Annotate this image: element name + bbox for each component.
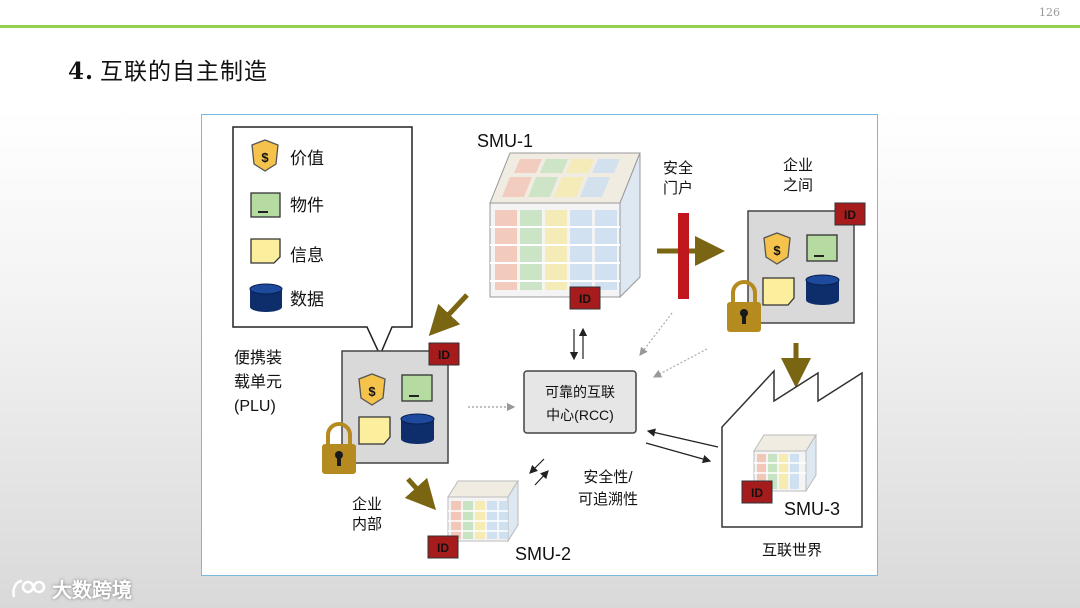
inside-label-line2: 内部 (352, 516, 382, 533)
connected-manufacturing-diagram: $ 价值 物件 信息 数据 SMU-1 (201, 114, 878, 576)
plu-label-line1: 便携装 (234, 349, 282, 367)
between-info-icon (762, 277, 795, 306)
smu1-cube: ID (489, 152, 641, 310)
smu2-cube (447, 479, 519, 543)
smu1-id-badge: ID (569, 286, 601, 310)
svg-text:$: $ (261, 150, 269, 165)
gateway-label-line1: 安全 (663, 159, 693, 177)
legend-item-value: $ 价值 (251, 139, 324, 172)
between-id-badge: ID (834, 202, 866, 226)
data-cylinder-icon (249, 283, 283, 312)
legend-label-value: 价值 (290, 149, 324, 168)
svg-text:$: $ (368, 384, 376, 399)
plu-to-smu2-arrow (404, 477, 437, 511)
watermark-logo-icon (12, 579, 46, 597)
legend-item-data: 数据 (249, 283, 324, 312)
between-data-icon (805, 274, 840, 305)
legend-item-info: 信息 (250, 238, 324, 265)
rcc-label-line2: 中心(RCC) (546, 407, 614, 423)
inside-label-line1: 企业 (352, 495, 382, 513)
security-label-line1: 安全性/ (583, 468, 633, 486)
between-lock-icon (727, 280, 761, 332)
smu2-id-badge: ID (427, 535, 459, 559)
slide-title-number: 4. (68, 58, 95, 85)
plu-lock-icon (322, 422, 356, 474)
smu1-label: SMU-1 (477, 131, 533, 151)
plu-unit: ID $ (322, 342, 460, 474)
plu-object-icon (401, 374, 433, 402)
legend-label-info: 信息 (290, 246, 324, 265)
between-enterprise-unit: ID $ (727, 202, 866, 332)
smu2-label: SMU-2 (515, 544, 571, 564)
svg-text:ID: ID (437, 541, 449, 555)
between-label-line2: 之间 (783, 177, 813, 194)
watermark: 大数跨境 (10, 574, 132, 603)
secure-gateway (657, 213, 725, 299)
svg-text:ID: ID (844, 208, 856, 222)
between-value-icon: $ (763, 232, 791, 265)
watermark-text: 大数跨境 (52, 578, 132, 602)
connected-world-factory: ID SMU-3 (721, 369, 863, 528)
between-object-icon (806, 234, 838, 262)
svg-text:ID: ID (438, 348, 450, 362)
legend-item-object: 物件 (250, 192, 324, 218)
gateway-label-line2: 门户 (663, 180, 693, 197)
svg-text:$: $ (773, 243, 781, 258)
security-label-line2: 可追溯性 (578, 491, 638, 508)
between-label-line1: 企业 (783, 156, 813, 174)
legend-label-data: 数据 (290, 290, 324, 309)
page-number: 126 (1039, 6, 1060, 19)
rcc-label-line1: 可靠的互联 (545, 384, 615, 400)
plu-info-icon (358, 416, 391, 445)
world-label: 互联世界 (762, 542, 822, 559)
plu-data-icon (400, 413, 435, 444)
plu-id-badge: ID (428, 342, 460, 366)
smu3-label: SMU-3 (784, 499, 840, 519)
info-note-icon (250, 238, 281, 264)
svg-text:ID: ID (579, 292, 591, 306)
plu-label-line3: (PLU) (234, 398, 276, 415)
legend-label-object: 物件 (290, 196, 324, 215)
object-green-icon (250, 192, 281, 218)
legend-callout: $ 价值 物件 信息 数据 (232, 126, 413, 357)
slide-title: 4.互联的自主制造 (68, 52, 268, 86)
top-accent-rule (0, 25, 1080, 28)
plu-label-line2: 载单元 (234, 373, 282, 391)
value-dollar-icon: $ (251, 139, 279, 172)
diagram-canvas: $ 价值 物件 信息 数据 SMU-1 (232, 126, 866, 564)
svg-text:ID: ID (751, 486, 763, 500)
plu-value-icon: $ (358, 373, 386, 406)
smu3-id-badge: ID (741, 480, 773, 504)
rcc-connections (468, 312, 719, 486)
legend-to-plu-arrow (428, 293, 469, 336)
rcc-box: 可靠的互联 中心(RCC) (523, 370, 637, 434)
slide-title-text: 互联的自主制造 (100, 59, 269, 85)
